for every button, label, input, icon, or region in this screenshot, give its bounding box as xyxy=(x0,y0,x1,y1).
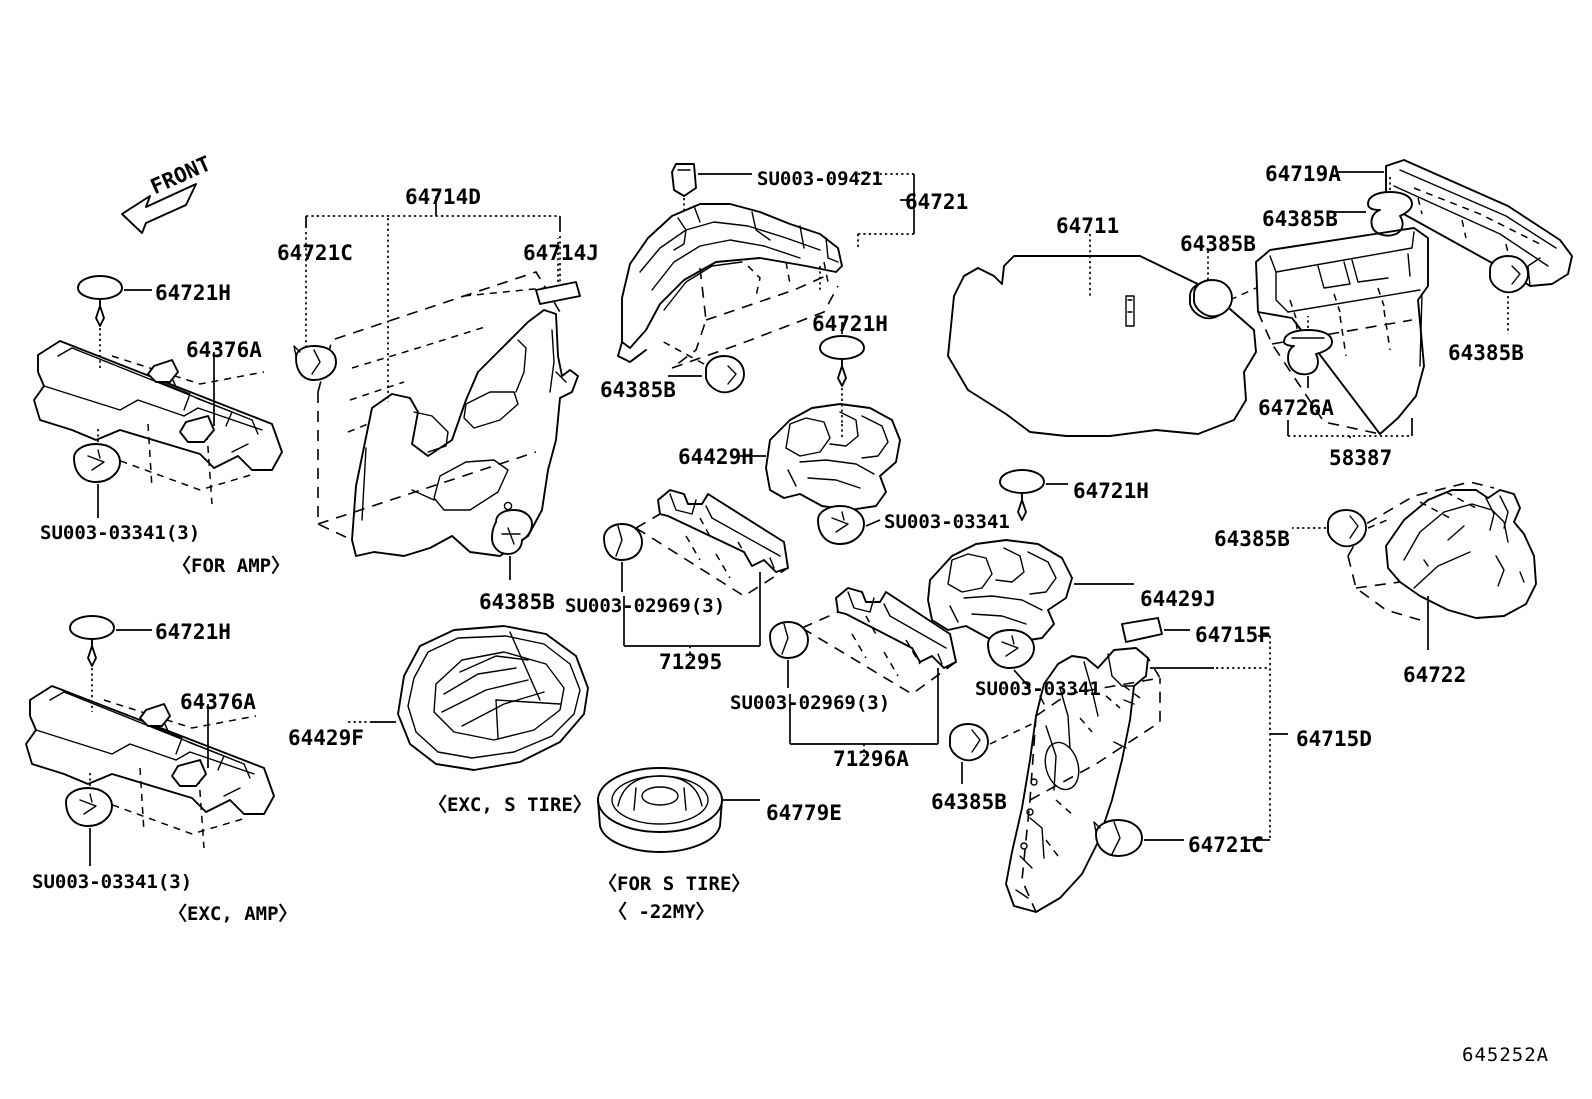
note-22my: 〈 -22MY〉 xyxy=(608,901,715,923)
part-64779e-cap xyxy=(597,767,760,853)
part-64429h-bracket xyxy=(740,403,901,518)
label-64385b-upper-center: 64385B xyxy=(600,378,676,402)
bracket-71296a xyxy=(789,668,939,756)
clip-su003-03341-upper-left xyxy=(73,428,121,518)
clip-64721h-lower-left xyxy=(69,615,152,712)
clip-64385b-tray-right xyxy=(1489,255,1529,334)
label-64714j: 64714J xyxy=(523,241,599,265)
clip-64385b-upper-center xyxy=(659,339,745,394)
label-su003-03341-lower: SU003-03341(3) xyxy=(32,871,193,893)
clip-su003-03341-center xyxy=(817,505,881,545)
label-71295: 71295 xyxy=(659,650,723,674)
bracket-64714d xyxy=(305,196,561,402)
part-64722-trim xyxy=(1347,481,1537,650)
label-64385b-mat-right: 64385B xyxy=(1180,232,1256,256)
label-64429f: 64429F xyxy=(288,726,364,750)
part-64429j-bracket xyxy=(927,539,1134,650)
clip-su003-03341-right xyxy=(987,629,1035,689)
part-64376a-lower xyxy=(25,685,275,849)
note-for-s-tire: 〈FOR S TIRE〉 xyxy=(598,873,751,895)
label-64721h-center: 64721H xyxy=(812,312,888,336)
label-64721: 64721 xyxy=(905,190,969,214)
bracket-71295 xyxy=(623,572,761,658)
label-64721h-upper-left: 64721H xyxy=(155,281,231,305)
label-64719a: 64719A xyxy=(1265,162,1341,186)
label-64721c-lower: 64721C xyxy=(1188,833,1264,857)
note-exc-s-tire: 〈EXC, S TIRE〉 xyxy=(428,794,592,816)
diagram-id-code: 645252A xyxy=(1462,1044,1550,1066)
label-64726a: 64726A xyxy=(1258,396,1334,420)
label-64721h-lower-left: 64721H xyxy=(155,620,231,644)
note-for-amp: 〈FOR AMP〉 xyxy=(172,555,291,577)
label-64711: 64711 xyxy=(1056,214,1120,238)
note-exc-amp: 〈EXC, AMP〉 xyxy=(168,903,298,925)
label-su003-03341-upper: SU003-03341(3) xyxy=(40,522,201,544)
label-su003-09421: SU003-09421 xyxy=(757,168,883,190)
label-64429h: 64429H xyxy=(678,445,754,469)
label-64429j: 64429J xyxy=(1140,587,1216,611)
clip-64726a xyxy=(1283,316,1333,388)
label-58387: 58387 xyxy=(1329,446,1393,470)
clip-64385b-64715d xyxy=(949,721,1037,784)
part-64711-mat xyxy=(947,234,1257,437)
label-64714d: 64714D xyxy=(405,185,481,209)
part-64715f-pad xyxy=(1121,617,1190,643)
clip-64711-bottom xyxy=(999,469,1068,521)
part-64376a-upper xyxy=(33,340,283,505)
clip-64385b-center xyxy=(491,509,533,580)
clip-su003-03341-lower-left xyxy=(65,772,113,866)
part-64714d-panel xyxy=(317,271,579,557)
clip-64385b-64722 xyxy=(1292,509,1393,548)
label-64385b-64722: 64385B xyxy=(1214,527,1290,551)
label-su003-03341-right: SU003-03341 xyxy=(975,678,1101,700)
bracket-64721 xyxy=(857,173,915,250)
clip-64721h-upper-left xyxy=(77,275,152,368)
part-64721-panel xyxy=(617,203,843,369)
label-64385b-tray-right: 64385B xyxy=(1448,341,1524,365)
clip-64385b-tray-top xyxy=(1334,174,1413,237)
part-71296a-rail xyxy=(801,587,957,695)
label-64385b-64715d: 64385B xyxy=(931,790,1007,814)
label-64721c-upper: 64721C xyxy=(277,241,353,265)
bracket-58387 xyxy=(1287,418,1413,440)
label-71296a: 71296A xyxy=(833,747,909,771)
label-64721h-mat: 64721H xyxy=(1073,479,1149,503)
part-71295-rail xyxy=(635,489,789,597)
part-64715d-panel xyxy=(1005,647,1214,913)
clip-64721c-on-64714d xyxy=(293,345,337,381)
part-64714j-pad xyxy=(535,238,581,305)
clip-su003-09421 xyxy=(671,163,752,214)
label-su003-03341-center: SU003-03341 xyxy=(884,511,1010,533)
label-64385b-tray-top: 64385B xyxy=(1262,207,1338,231)
label-64376a-upper: 64376A xyxy=(186,338,262,362)
part-64429f-tray xyxy=(348,625,589,771)
clip-64721h-center xyxy=(819,322,865,424)
clip-64385b-tray-left xyxy=(1193,279,1233,318)
label-64376a-lower: 64376A xyxy=(180,690,256,714)
label-64385b-center: 64385B xyxy=(479,590,555,614)
clip-64721c-64715d xyxy=(1093,819,1184,857)
label-64715d: 64715D xyxy=(1296,727,1372,751)
front-arrow-icon xyxy=(121,183,197,234)
clip-su003-02969-71295 xyxy=(603,523,643,592)
label-64722: 64722 xyxy=(1403,663,1467,687)
label-su003-02969-71296a: SU003-02969(3) xyxy=(730,692,891,714)
label-64779e: 64779E xyxy=(766,801,842,825)
clip-su003-02969-71296a xyxy=(769,621,809,688)
label-su003-02969-71295: SU003-02969(3) xyxy=(565,595,726,617)
bracket-64715d xyxy=(1216,635,1288,841)
label-64715f: 64715F xyxy=(1195,623,1271,647)
